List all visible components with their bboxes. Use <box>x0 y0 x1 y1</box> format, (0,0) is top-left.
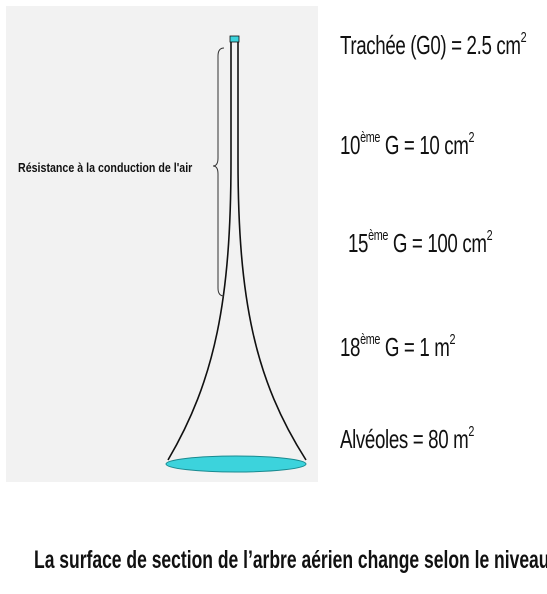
level-alveoli: Alvéoles = 80 m2 <box>340 423 474 454</box>
airway-trumpet-outline <box>167 38 307 461</box>
level-gen10: 10ème G = 10 cm2 <box>340 129 475 160</box>
level-trachea: Trachée (G0) = 2.5 cm2 <box>340 29 527 60</box>
level-gen15: 15ème G = 100 cm2 <box>348 227 493 258</box>
alveoli-section <box>165 455 307 473</box>
diagram-panel <box>6 6 318 482</box>
figure-caption: La surface de section de l’arbre aérien … <box>34 546 547 574</box>
resistance-brace <box>212 47 225 297</box>
level-gen18: 18ème G = 1 m2 <box>340 331 456 362</box>
resistance-label: Résistance à la conduction de l'air <box>18 160 193 175</box>
trachea-section <box>229 35 240 43</box>
